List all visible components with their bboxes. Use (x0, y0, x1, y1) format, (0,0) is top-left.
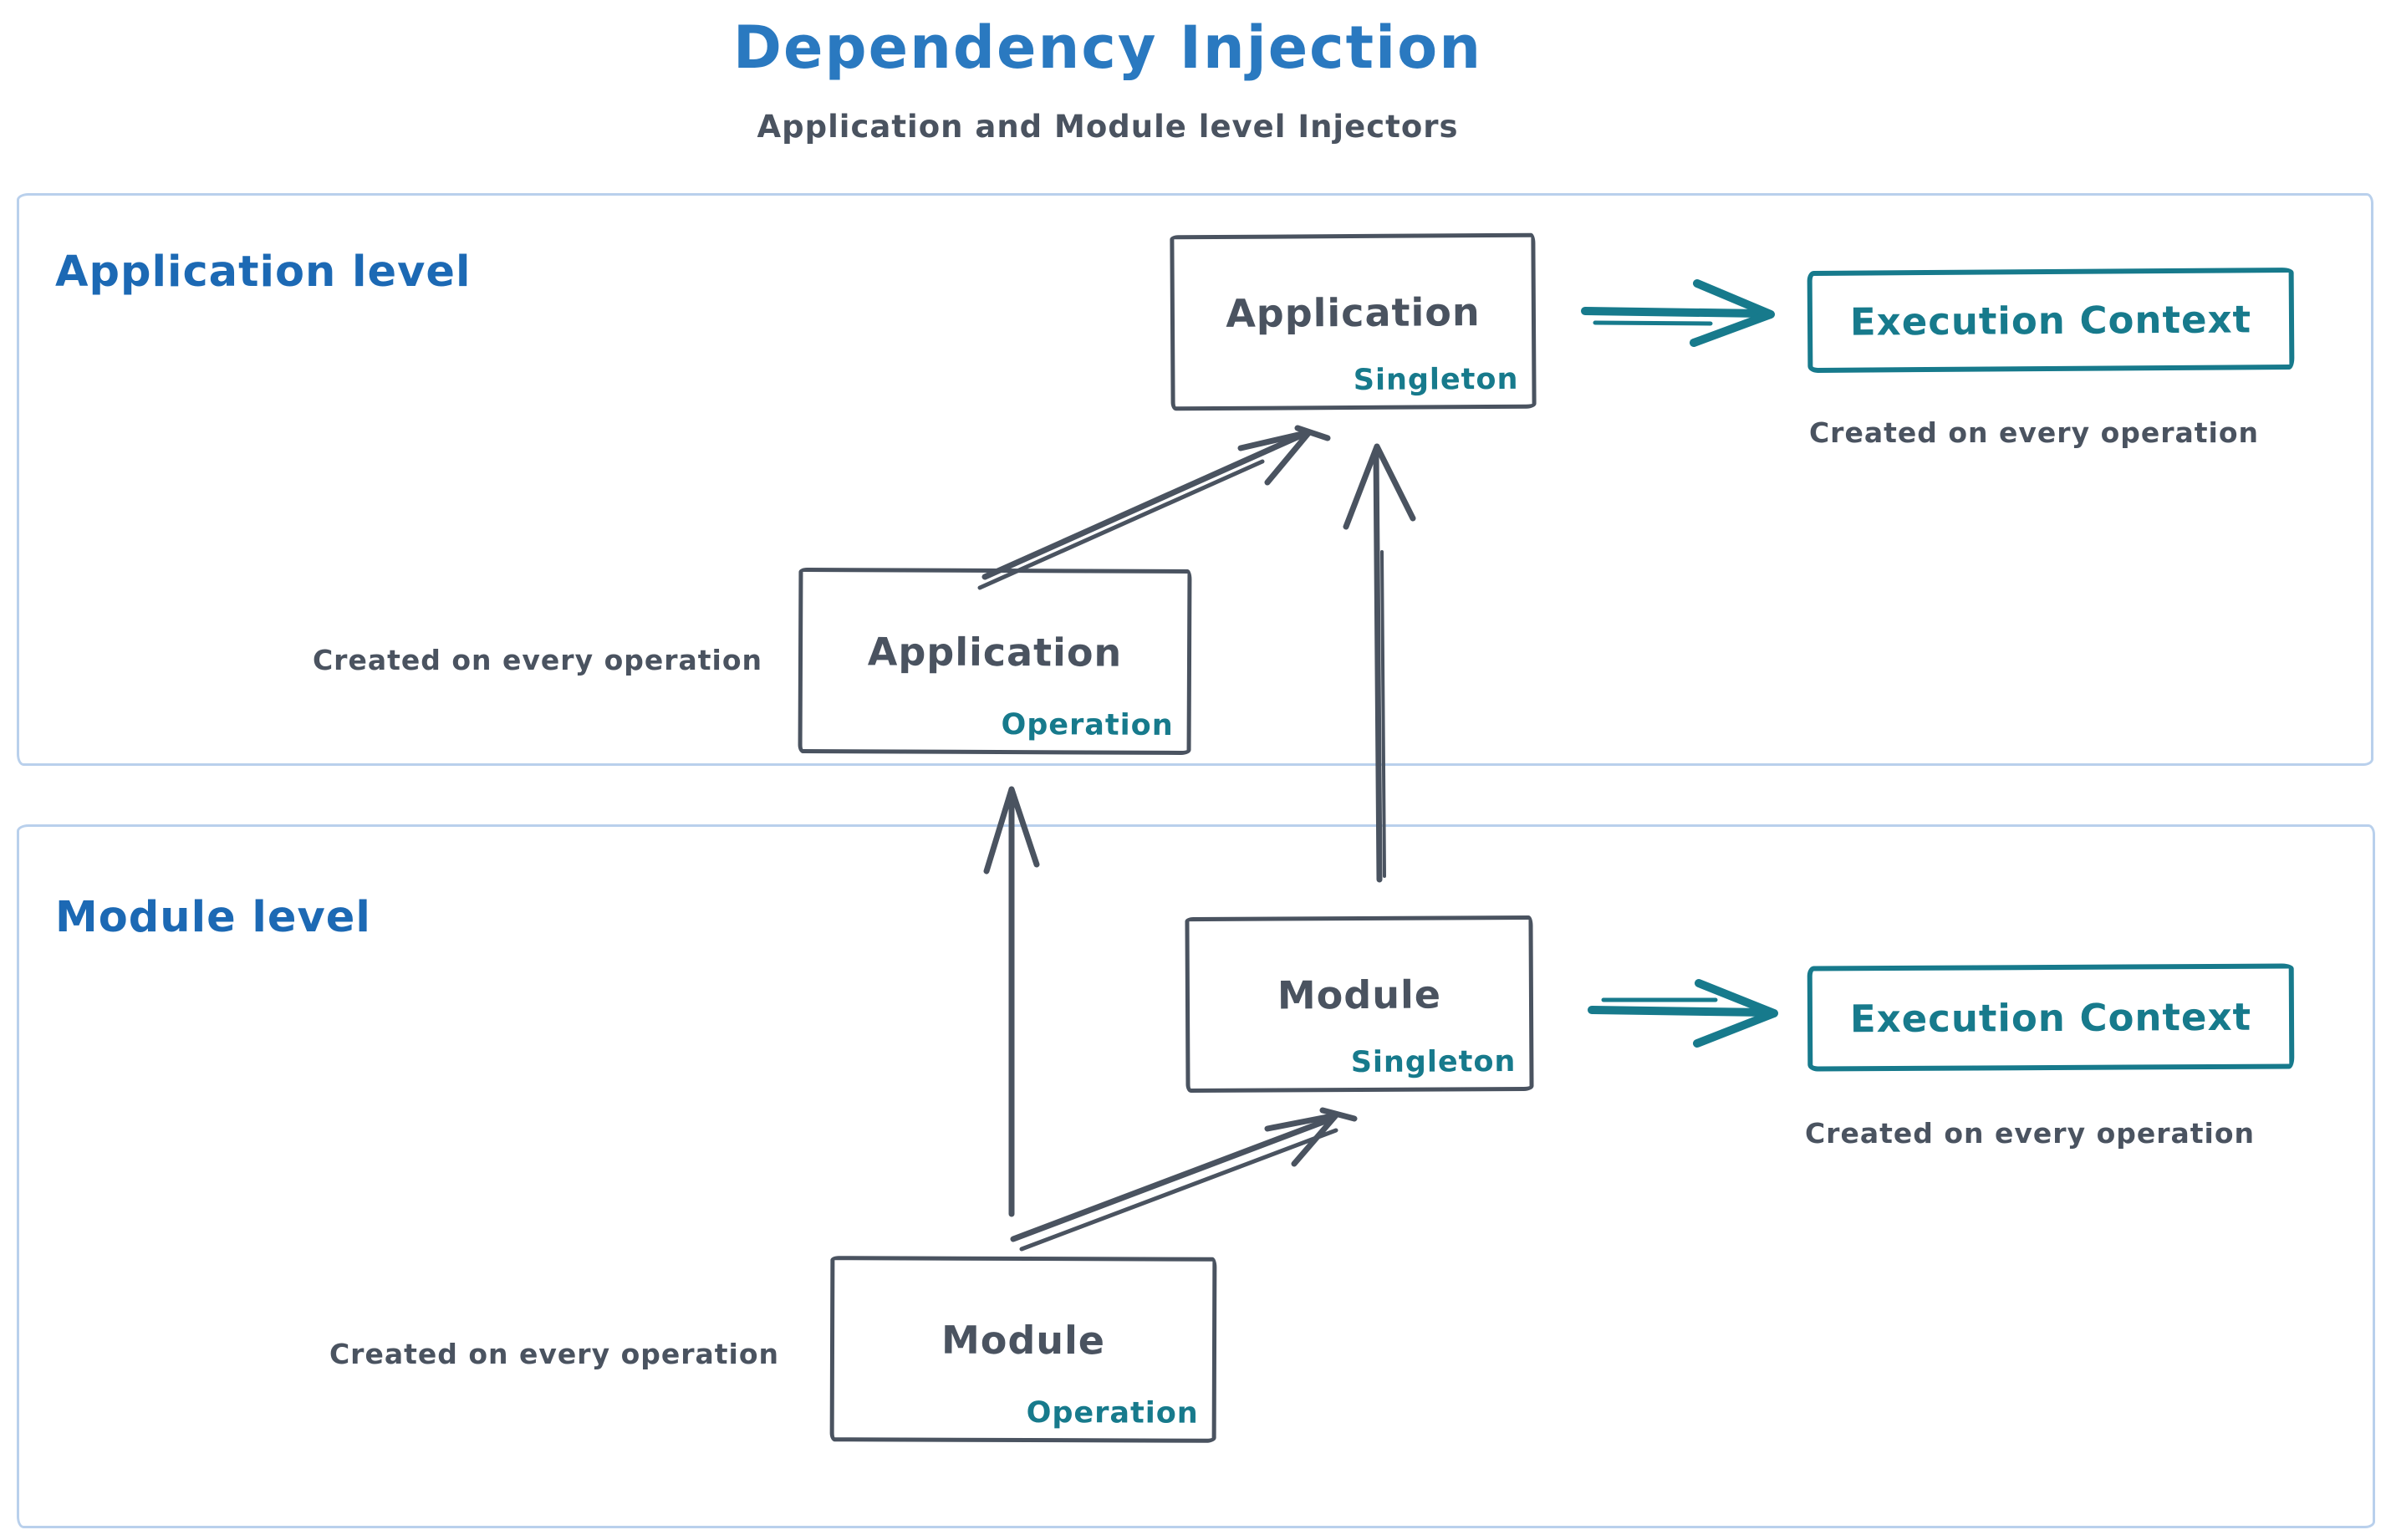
application-level-frame (17, 193, 2373, 766)
module-operation-scope: Operation (1026, 1396, 1199, 1430)
application-operation-box: Application Operation (798, 567, 1192, 756)
module-singleton-scope: Singleton (1350, 1045, 1517, 1080)
module-execution-context-box: Execution Context (1807, 963, 2295, 1072)
application-operation-note: Created on every operation (312, 644, 763, 676)
application-operation-title: Application (867, 629, 1123, 676)
module-execution-context-note: Created on every operation (1804, 1117, 2256, 1150)
module-execution-context-label: Execution Context (1849, 994, 2252, 1041)
diagram-title: Dependency Injection (732, 13, 1483, 82)
module-level-frame (17, 824, 2375, 1528)
module-singleton-title: Module (1277, 971, 1442, 1018)
application-operation-scope: Operation (1001, 708, 1174, 742)
module-operation-title: Module (941, 1317, 1106, 1364)
application-execution-context-box: Execution Context (1807, 267, 2295, 374)
application-singleton-scope: Singleton (1353, 362, 1519, 397)
diagram-subtitle: Application and Module level Injectors (757, 109, 1459, 145)
module-singleton-box: Module Singleton (1185, 915, 1534, 1094)
application-execution-context-label: Execution Context (1849, 296, 2252, 344)
module-operation-note: Created on every operation (329, 1338, 780, 1370)
application-level-label: Application level (55, 247, 472, 297)
module-level-label: Module level (55, 893, 371, 942)
module-operation-box: Module Operation (829, 1256, 1217, 1443)
application-execution-context-note: Created on every operation (1808, 416, 2260, 449)
application-singleton-box: Application Singleton (1170, 232, 1537, 411)
application-singleton-title: Application (1226, 289, 1481, 336)
